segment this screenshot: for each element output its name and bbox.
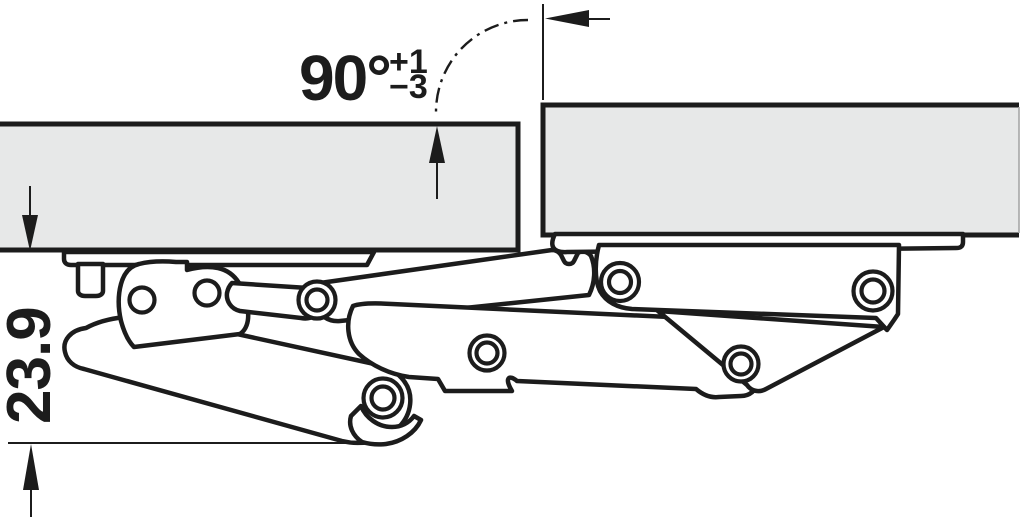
pivot-front-left (127, 285, 157, 315)
right-panel (540, 102, 1019, 238)
height-arrow-icon (23, 444, 39, 490)
pivot-front-right (192, 278, 222, 308)
pivot-bracket-right-inner (859, 277, 887, 305)
pivot-knuckle-inner (304, 287, 330, 313)
angle-arrow-icon (545, 10, 589, 27)
hinge-arm-foot (347, 403, 424, 447)
flap-direction-arrow-icon (429, 126, 445, 163)
left-mounting-plate (61, 249, 377, 268)
angle-label: 90° (299, 42, 390, 114)
panel-bottom-arrow-icon (22, 215, 38, 251)
angle-tolerance-plus-label: +1 (389, 43, 428, 81)
angle-tolerance-minus-label: −3 (389, 68, 428, 106)
angle-arc (434, 18, 529, 113)
pivot-bracket-left-inner (606, 268, 634, 296)
pivot-main-inner (369, 384, 397, 412)
hinge-triangle-bracket (655, 308, 887, 394)
pivot-lower-link-inner (474, 340, 500, 366)
flap-clip (75, 261, 106, 299)
drawing-root: 90° +1 −3 23.9 (0, 4, 1020, 517)
height-dimension-label: 23.9 (0, 307, 64, 424)
pivot-triangle-inner (728, 351, 754, 377)
